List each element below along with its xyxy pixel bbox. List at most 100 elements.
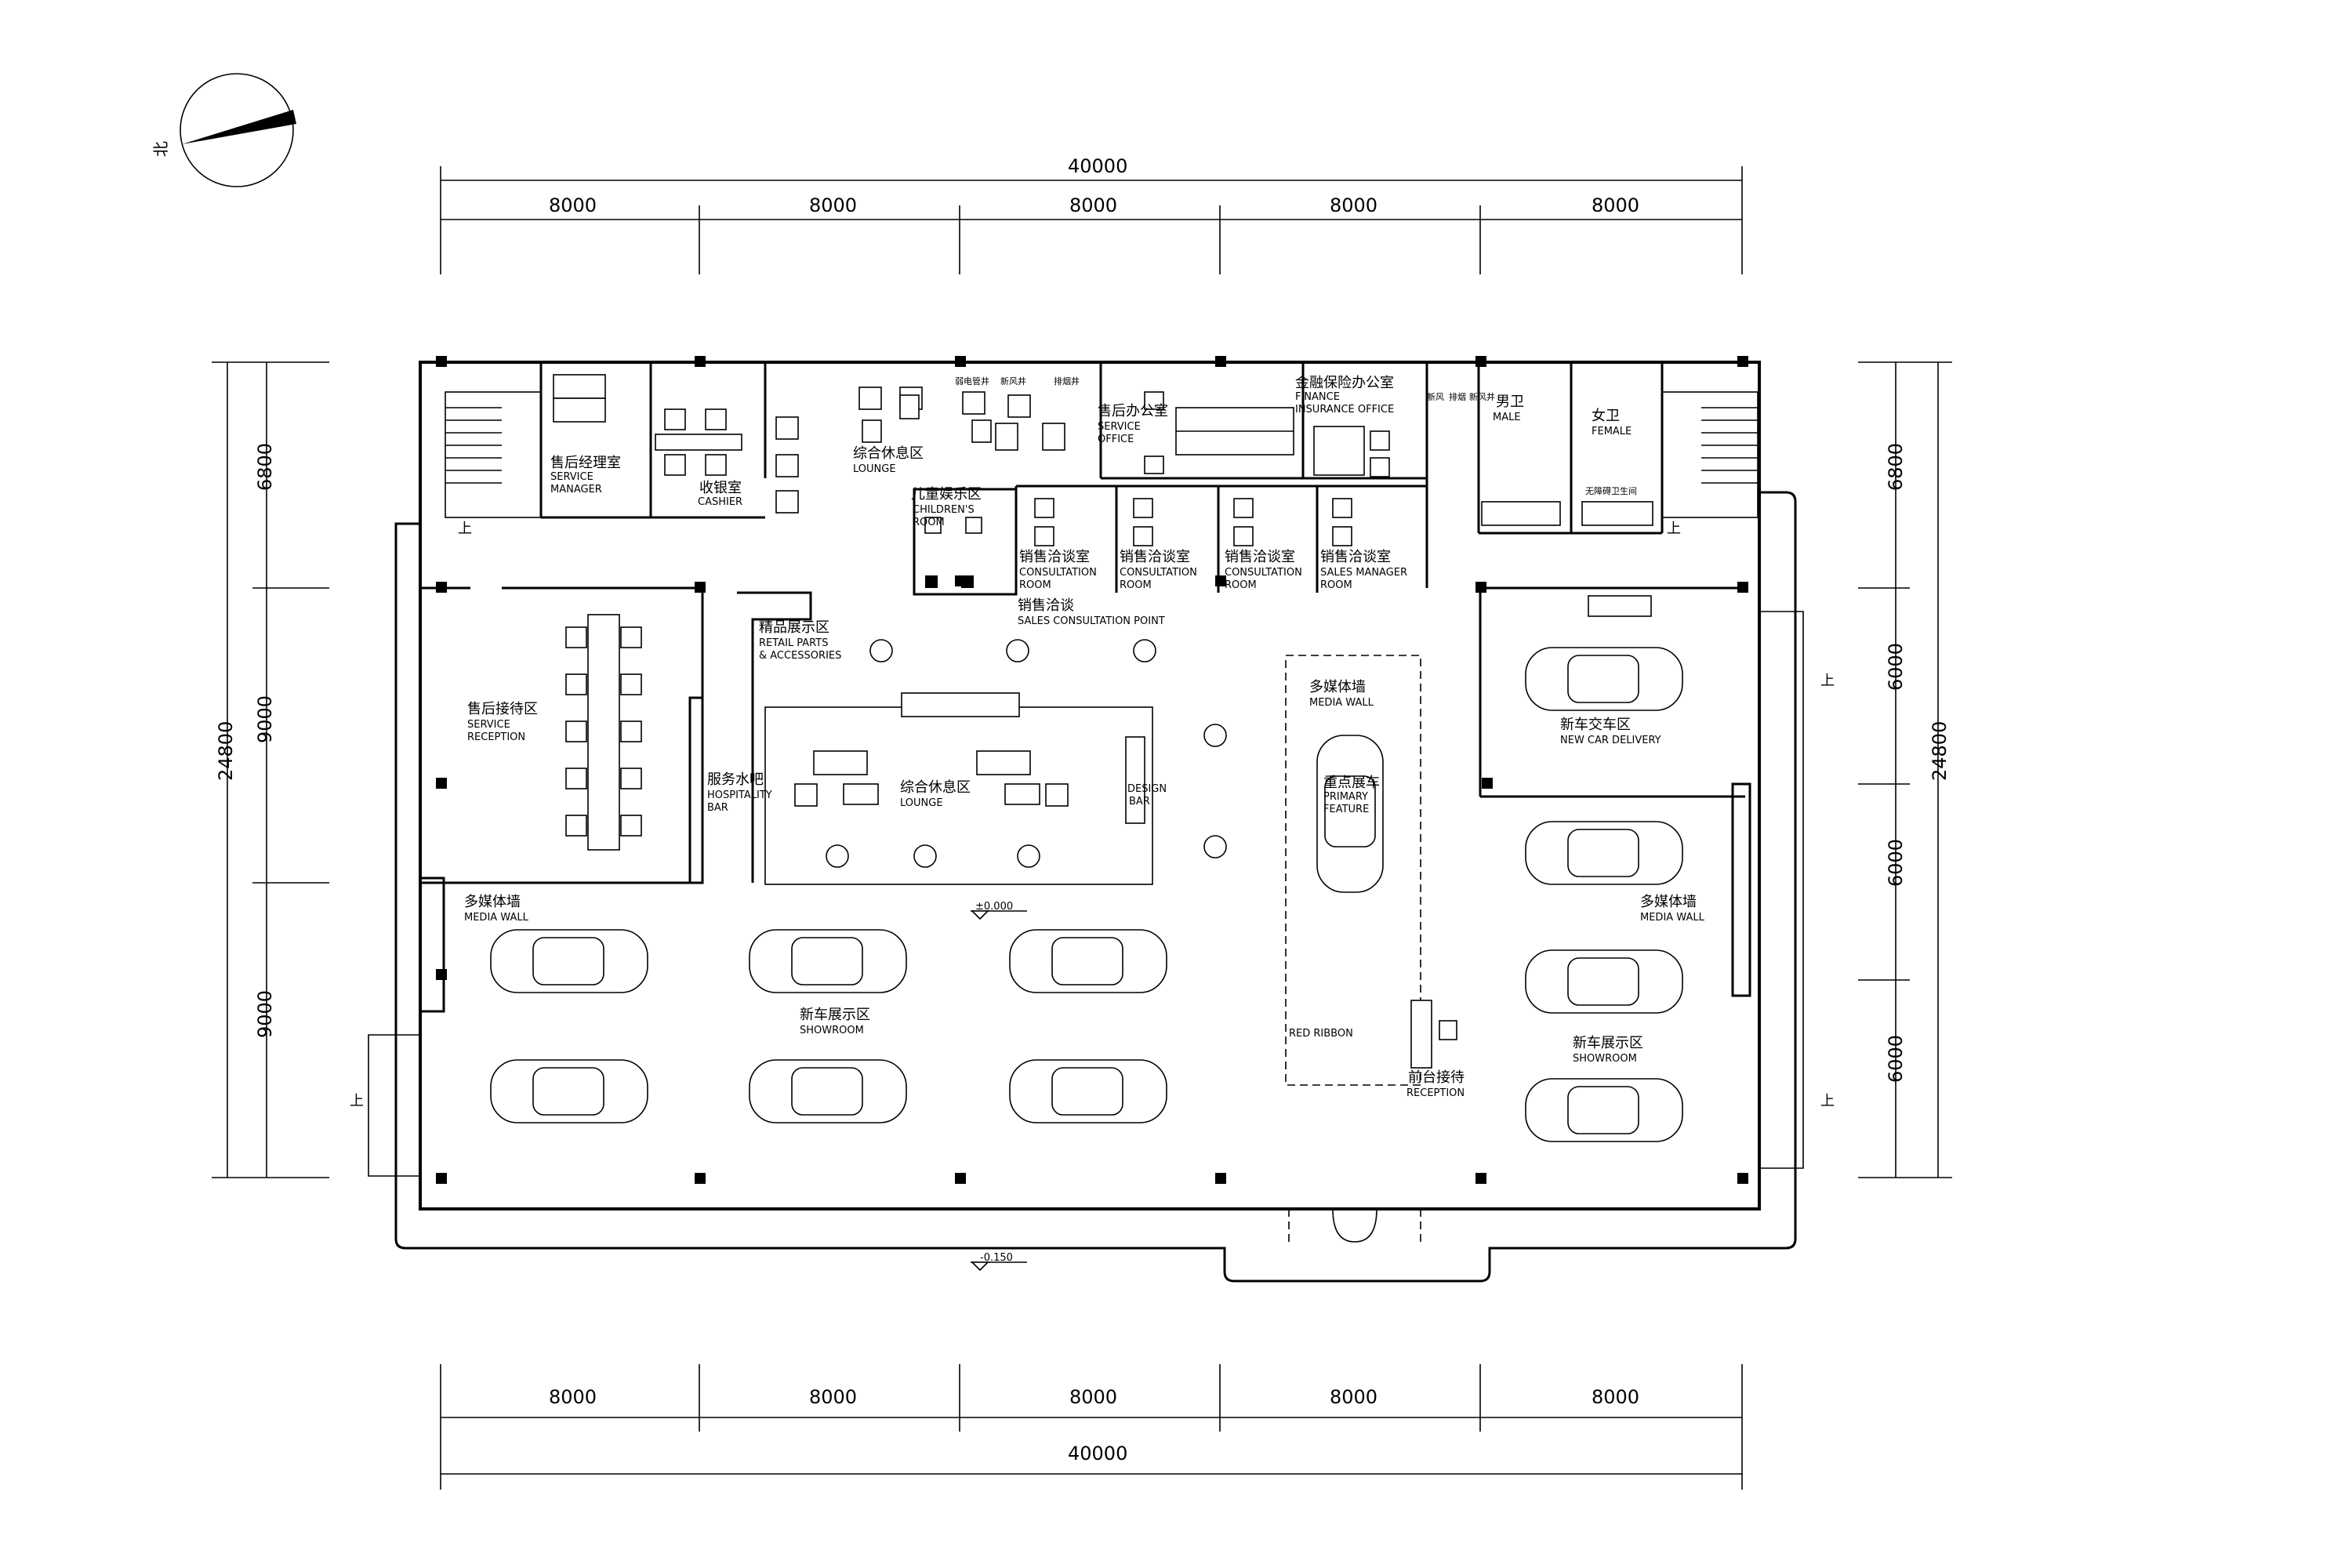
car [490, 1059, 648, 1123]
label-media-wall-west: 多媒体墙 MEDIA WALL [464, 894, 529, 924]
dim-right-seg-4: 6000 [1885, 1035, 1907, 1083]
svg-text:CONSULTATION: CONSULTATION [1225, 567, 1302, 579]
svg-text:服务水吧: 服务水吧 [707, 771, 764, 788]
furniture [553, 374, 1653, 1069]
level-exterior: -0.150 [980, 1252, 1013, 1264]
svg-text:MEDIA WALL: MEDIA WALL [464, 912, 529, 924]
svg-text:前台接待: 前台接待 [1408, 1069, 1465, 1086]
label-female: 女卫 FEMALE [1592, 408, 1632, 437]
label-design-bar: DESIGN BAR [1127, 783, 1167, 808]
car [490, 929, 648, 993]
svg-text:RECEPTION: RECEPTION [1406, 1087, 1465, 1099]
svg-text:BAR: BAR [1129, 796, 1150, 808]
svg-text:金融保险办公室: 金融保险办公室 [1295, 375, 1394, 391]
svg-text:新车交车区: 新车交车区 [1560, 717, 1631, 733]
label-consultation-room-1: 销售洽谈室 CONSULTATION ROOM [1019, 549, 1097, 591]
svg-text:排烟井: 排烟井 [1054, 376, 1080, 387]
label-service-reception: 售后接待区 SERVICE RECEPTION [467, 701, 538, 743]
svg-text:售后经理室: 售后经理室 [550, 455, 621, 471]
svg-text:FINANCE: FINANCE [1295, 391, 1340, 403]
north-arrow: 北 [151, 73, 296, 187]
stair-west-up: 上 [458, 521, 472, 537]
label-showroom-west: 新车展示区 SHOWROOM [800, 1007, 870, 1036]
building-outline: ±0.000 -0.150 [394, 361, 1797, 1283]
columns [436, 356, 1748, 1184]
svg-text:NEW CAR DELIVERY: NEW CAR DELIVERY [1560, 735, 1661, 746]
svg-text:收银室: 收银室 [699, 480, 742, 496]
svg-text:售后接待区: 售后接待区 [467, 701, 538, 717]
label-shafts-north: 弱电管井 新风井 排烟井 [955, 376, 1080, 387]
right-dimensions: 24800 6800 6000 6000 6000 [1858, 361, 1952, 1178]
svg-text:排烟: 排烟 [1449, 391, 1466, 402]
south-entrance-door [1332, 1208, 1377, 1243]
dim-bay-1-bottom: 8000 [549, 1386, 597, 1408]
room-labels: 售后经理室 SERVICE MANAGER 收银室 CASHIER 综合休息区 … [464, 375, 1705, 1099]
label-consultation-room-2: 销售洽谈室 CONSULTATION ROOM [1120, 549, 1197, 591]
svg-text:LOUNGE: LOUNGE [900, 797, 943, 809]
svg-text:OFFICE: OFFICE [1098, 434, 1134, 445]
dim-bay-5-bottom: 8000 [1592, 1386, 1639, 1408]
svg-text:ROOM: ROOM [913, 517, 945, 528]
label-consultation-room-3: 销售洽谈室 CONSULTATION ROOM [1225, 549, 1302, 591]
label-lounge-north: 综合休息区 LOUNGE [853, 445, 924, 475]
car [749, 1059, 907, 1123]
svg-text:精品展示区: 精品展示区 [759, 619, 829, 636]
svg-text:RETAIL PARTS: RETAIL PARTS [759, 637, 828, 649]
dim-bay-2-bottom: 8000 [809, 1386, 857, 1408]
svg-text:销售洽谈室: 销售洽谈室 [1019, 549, 1090, 565]
label-finance: 金融保险办公室 FINANCE INSURANCE OFFICE [1295, 375, 1394, 416]
label-sales-point: 销售洽谈 SALES CONSULTATION POINT [1018, 597, 1165, 627]
label-hospitality: 服务水吧 HOSPITALITY BAR [707, 771, 772, 814]
svg-text:综合休息区: 综合休息区 [853, 445, 924, 462]
svg-text:SERVICE: SERVICE [467, 719, 510, 731]
dim-bay-3-top: 8000 [1069, 194, 1117, 216]
svg-text:销售洽谈室: 销售洽谈室 [1120, 549, 1190, 565]
bottom-dimensions: 8000 8000 8000 8000 8000 40000 [440, 1364, 1743, 1490]
feature-zone [1285, 655, 1421, 1086]
north-arrow-icon [182, 110, 296, 144]
dim-right-seg-1: 6800 [1885, 443, 1907, 491]
label-service-office: 售后办公室 SERVICE OFFICE [1098, 403, 1168, 445]
label-male: 男卫 MALE [1493, 394, 1524, 423]
label-media-wall-center: 多媒体墙 MEDIA WALL [1309, 679, 1374, 709]
svg-text:SERVICE: SERVICE [1098, 421, 1141, 433]
svg-text:BAR: BAR [707, 802, 728, 814]
svg-text:CHILDREN'S: CHILDREN'S [913, 504, 975, 516]
svg-text:MALE: MALE [1493, 412, 1521, 423]
svg-text:LOUNGE: LOUNGE [853, 463, 896, 475]
dim-overall-bottom: 40000 [1068, 1443, 1127, 1465]
svg-text:SALES MANAGER: SALES MANAGER [1320, 567, 1407, 579]
svg-text:ROOM: ROOM [1320, 579, 1352, 591]
left-dimensions: 24800 6800 9000 9000 [212, 361, 329, 1178]
label-media-wall-east: 多媒体墙 MEDIA WALL [1640, 894, 1705, 924]
svg-text:RECEPTION: RECEPTION [467, 731, 525, 743]
svg-text:新车展示区: 新车展示区 [800, 1007, 870, 1023]
svg-text:MEDIA WALL: MEDIA WALL [1309, 697, 1374, 709]
svg-text:新风井: 新风井 [1000, 376, 1026, 387]
top-dimensions: 40000 8000 8000 8000 8000 8000 [440, 155, 1743, 274]
svg-text:新风: 新风 [1427, 391, 1444, 402]
svg-text:FEMALE: FEMALE [1592, 426, 1632, 437]
interior-walls: 上 上 上 上 上 [350, 362, 1835, 1243]
svg-text:多媒体墙: 多媒体墙 [1640, 894, 1697, 910]
car [1525, 647, 1683, 711]
svg-text:售后办公室: 售后办公室 [1098, 403, 1168, 419]
west-entrance-up: 上 [350, 1093, 364, 1109]
svg-text:多媒体墙: 多媒体墙 [464, 894, 521, 910]
svg-text:HOSPITALITY: HOSPITALITY [707, 789, 772, 801]
car [1525, 821, 1683, 885]
svg-text:ROOM: ROOM [1019, 579, 1051, 591]
svg-text:新车展示区: 新车展示区 [1573, 1035, 1643, 1051]
svg-text:新风井: 新风井 [1469, 391, 1495, 402]
svg-text:CONSULTATION: CONSULTATION [1019, 567, 1097, 579]
dim-left-overall: 24800 [215, 721, 237, 781]
svg-text:CASHIER: CASHIER [698, 496, 742, 508]
svg-text:弱电管井: 弱电管井 [955, 376, 989, 387]
svg-text:ROOM: ROOM [1225, 579, 1257, 591]
dim-right-seg-2: 6000 [1885, 643, 1907, 691]
label-service-manager: 售后经理室 SERVICE MANAGER [550, 455, 621, 495]
svg-text:多媒体墙: 多媒体墙 [1309, 679, 1366, 695]
media-wall-west-panel [419, 877, 445, 1013]
dim-bay-5-top: 8000 [1592, 194, 1639, 216]
